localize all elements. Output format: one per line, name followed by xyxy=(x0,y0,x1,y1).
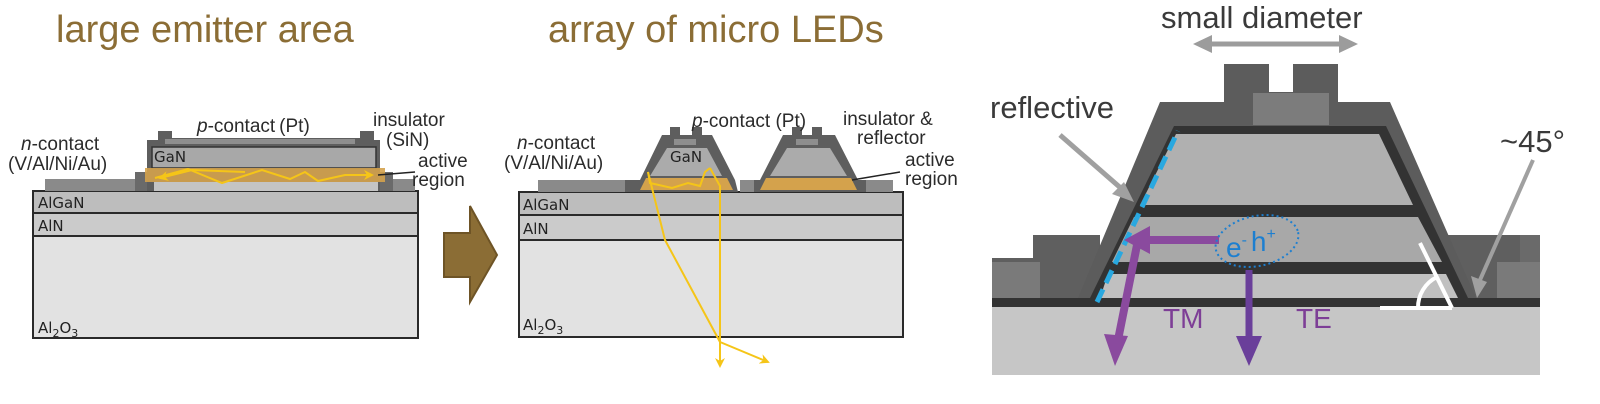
label-active: active xyxy=(418,151,468,172)
label-insulator: insulator xyxy=(373,110,445,131)
sapphire-layer xyxy=(518,239,904,338)
label-insulator-sin: (SiN) xyxy=(386,130,429,151)
label-insulator-reflector: insulator & xyxy=(843,109,933,130)
label-n-contact: n-contact xyxy=(21,134,100,155)
angle-pointer xyxy=(1478,159,1535,281)
label-sapphire: Al2O3 xyxy=(523,316,563,337)
label-tm: TM xyxy=(1163,303,1203,334)
aln-layer xyxy=(32,212,419,237)
label-reflector: reflector xyxy=(857,128,926,149)
te-arrow-icon xyxy=(1236,270,1262,366)
reflective-pointer-head-icon xyxy=(1112,182,1134,202)
label-p-contact: p-contact (Pt) xyxy=(691,111,806,132)
n-contact-left xyxy=(45,179,150,191)
label-p-contact: p-contact(Pt) xyxy=(196,116,310,137)
label-gan: GaN xyxy=(670,148,702,166)
label-active: active xyxy=(905,150,955,171)
title-large-emitter-area: large emitter area xyxy=(56,9,355,51)
transition-arrow-icon xyxy=(443,205,499,306)
mesa-algan xyxy=(154,182,378,191)
light-ray-escape-2 xyxy=(709,167,721,342)
label-algan: AlGaN xyxy=(38,194,84,212)
label-region: region xyxy=(412,170,465,191)
label-small-diameter: small diameter xyxy=(1161,0,1363,35)
label-sapphire: Al2O3 xyxy=(38,319,78,340)
substrate xyxy=(992,305,1540,375)
active-region-pointer xyxy=(377,171,416,176)
n-contact-right xyxy=(860,180,893,192)
p-contact-pad xyxy=(1253,93,1329,125)
tm-arrow-icon xyxy=(1104,226,1219,366)
label-aln: AlN xyxy=(523,220,549,238)
label-algan: AlGaN xyxy=(523,196,569,214)
active-region-mesa-2 xyxy=(760,178,857,190)
label-n-contact: n-contact xyxy=(517,133,596,154)
reflective-pointer xyxy=(1058,133,1125,192)
algan-layer xyxy=(32,190,419,214)
p-contact-mesa-1 xyxy=(674,139,696,145)
exciton-ellipse xyxy=(1214,214,1300,268)
light-ray-out-angled xyxy=(719,341,770,364)
n-contact-middle xyxy=(740,180,754,192)
gan-layer-mesa-2 xyxy=(770,148,847,176)
bottom-dark-layer xyxy=(992,298,1540,307)
n-algan-layer xyxy=(1100,274,1458,298)
trapped-light-ray-back xyxy=(158,168,246,181)
n-contact-right-edge xyxy=(1520,235,1540,262)
n-contact-left xyxy=(538,180,638,192)
angle-pointer-head-icon xyxy=(1471,276,1487,298)
trapped-light-ray xyxy=(154,167,374,185)
n-contact-left-pad xyxy=(992,262,1040,298)
label-aln: AlN xyxy=(38,217,64,235)
n-contact-right-pad xyxy=(1497,262,1540,298)
double-arrow-icon xyxy=(1193,35,1358,53)
label-exciton: e-h+ xyxy=(1226,226,1276,263)
active-layer xyxy=(1112,217,1442,262)
label-te: TE xyxy=(1296,303,1332,334)
label-gan: GaN xyxy=(154,148,186,166)
reflective-sidewall xyxy=(1094,129,1181,304)
label-n-contact-metals: (V/Al/Ni/Au) xyxy=(8,154,107,175)
panel-single-micro-led: small diameter reflective xyxy=(990,0,1565,375)
algan-layer xyxy=(518,191,904,216)
angle-arc xyxy=(1415,275,1438,309)
panel-large-emitter: large emitter area GaN AlGaN AlN Al2O3 n… xyxy=(8,9,468,340)
gan-layer-mesa-1 xyxy=(650,148,722,176)
panel-micro-led-array: array of micro LEDs GaN AlGaN AlN Al2O3 … xyxy=(504,9,958,368)
p-gan-layer xyxy=(1140,134,1413,205)
label-region: region xyxy=(905,169,958,190)
label-angle: ~45° xyxy=(1500,124,1565,159)
p-contact-mesa-2 xyxy=(796,139,818,145)
light-ray-escape-1 xyxy=(647,171,721,343)
sapphire-layer xyxy=(32,235,419,339)
label-n-contact-metals: (V/Al/Ni/Au) xyxy=(504,153,603,174)
p-contact-pt xyxy=(165,139,355,144)
title-array-of-micro-leds: array of micro LEDs xyxy=(548,9,884,51)
aln-layer xyxy=(518,214,904,241)
active-region-pointer xyxy=(851,171,901,181)
label-reflective: reflective xyxy=(990,90,1114,125)
